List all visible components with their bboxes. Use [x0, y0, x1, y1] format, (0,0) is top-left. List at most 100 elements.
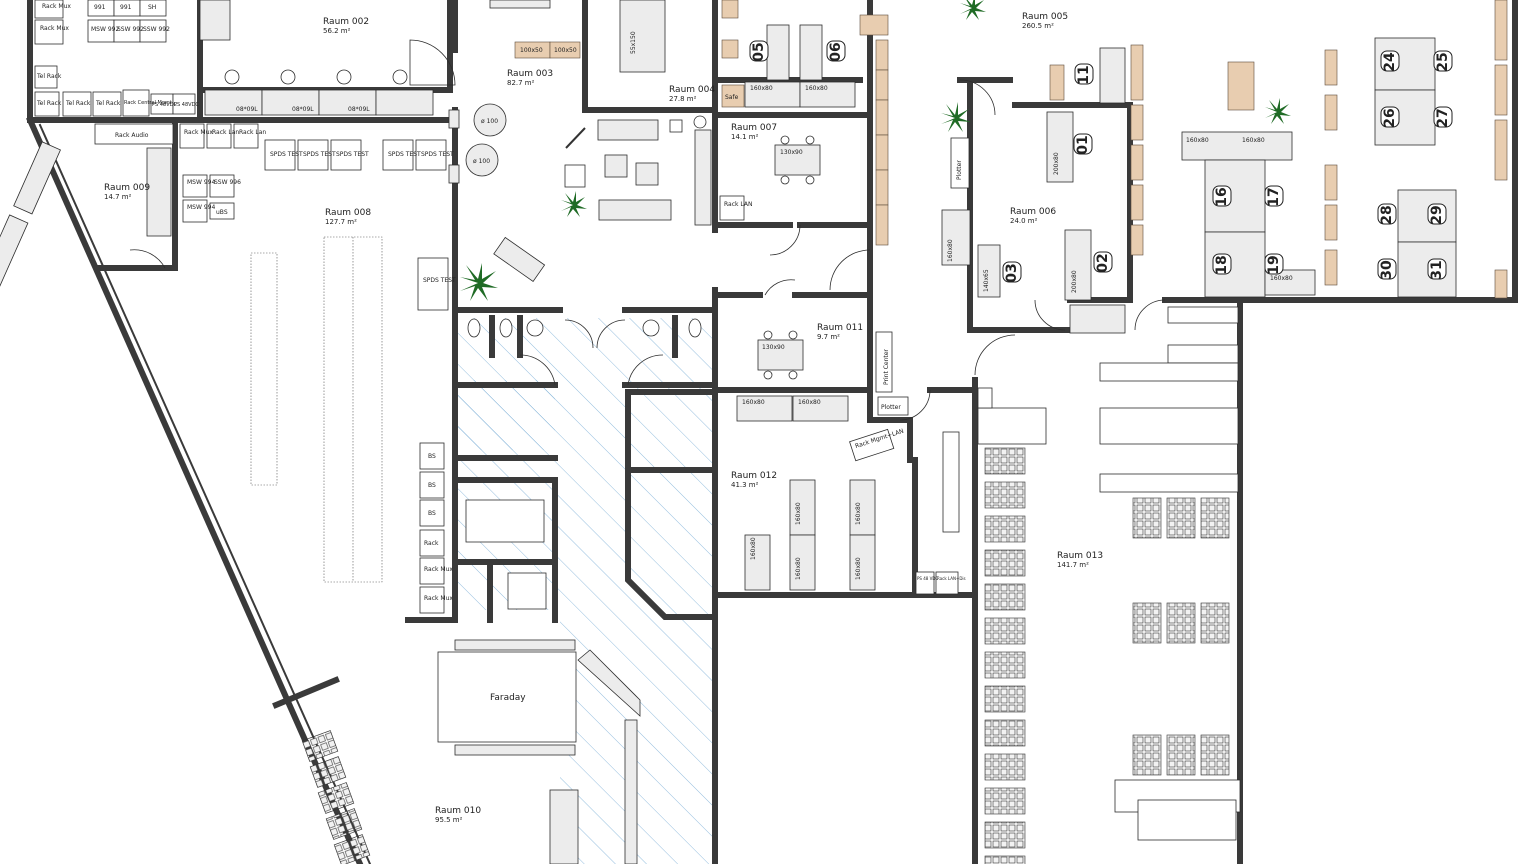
rack-label: Rack Mux	[424, 595, 453, 602]
table-size: 08*09L	[236, 106, 258, 113]
table-size: 08*09L	[292, 106, 314, 113]
item-label: 160x80	[798, 399, 821, 406]
rack-label: 991	[120, 4, 132, 11]
table-label: 160x80	[1242, 137, 1265, 144]
rack-room-top-left: Rack Mux Rack Mux 991 991 SH MSW 992 SSW…	[34, 0, 231, 117]
seating-block	[1166, 497, 1196, 539]
rack-label: Tel Rack	[36, 100, 62, 107]
seating-block	[984, 447, 1026, 475]
rack-label: uBS	[216, 209, 228, 216]
rack-label: Tel Rack	[65, 100, 91, 107]
plant-icon	[460, 263, 498, 301]
rack-label: MSW 994	[187, 204, 215, 211]
rack-label: SPDS TEST	[423, 277, 456, 284]
room-area: 260.5 m²	[1022, 22, 1054, 30]
item-label: 140x65	[983, 269, 990, 292]
item-label: Print Center	[883, 349, 890, 385]
bs-racks: SPDS TEST BS BS BS Rack Rack Mux Rack Mu…	[417, 257, 456, 614]
item-label: 160x80	[742, 399, 765, 406]
raum-009-racks: MSW 994 SSW 996 MSW 994 uBS	[146, 147, 241, 237]
table-label: 160x80	[1270, 275, 1293, 282]
item-label: 160x80	[795, 557, 802, 580]
rack-label: SSW 992	[117, 26, 144, 33]
workstation-chair	[1380, 50, 1400, 72]
seating-block	[984, 685, 1026, 713]
seating-block	[984, 787, 1026, 815]
item-label: 130x90	[762, 344, 785, 351]
seating-block	[984, 549, 1026, 577]
workstation-chair	[1264, 185, 1284, 207]
rack-label: Tel Rack	[95, 100, 121, 107]
table-size: 100x50	[554, 47, 577, 54]
workstation-chair	[1212, 185, 1232, 207]
table-size: 100x50	[520, 47, 543, 54]
table-label: 160x80	[1186, 137, 1209, 144]
rack-label: BS	[428, 482, 436, 489]
faraday-label: Faraday	[490, 693, 526, 703]
table-size: 08*09L	[348, 106, 370, 113]
rack-label: SPDS TEST	[270, 151, 303, 158]
workstation-chair	[749, 40, 769, 62]
room-name: Raum 006	[1010, 207, 1056, 217]
rack-label: SPDS TEST	[421, 151, 454, 158]
workstation-chair	[1074, 63, 1094, 85]
rack-label: SPDS TEST	[388, 151, 421, 158]
workstation-chair	[1380, 106, 1400, 128]
rack-label: SPDS TEST	[303, 151, 336, 158]
table-size: 55x150	[630, 31, 637, 54]
hatched-corridor	[455, 318, 712, 864]
item-label: 130x90	[780, 149, 803, 156]
seating-block	[1132, 602, 1162, 644]
item-label: 160x80	[750, 537, 757, 560]
rack-label: Rack Central Mgmt	[124, 100, 172, 106]
seating-block	[984, 753, 1026, 781]
seating-block	[1200, 497, 1230, 539]
workstation-chair	[1002, 261, 1022, 283]
seating-block	[984, 515, 1026, 543]
plant-icon	[1265, 98, 1291, 124]
item-label: 160x80	[750, 85, 773, 92]
raum-004-items: Safe 160x80 160x80	[721, 0, 889, 108]
room-name: Raum 005	[1022, 12, 1068, 22]
room-area: 141.7 m²	[1057, 561, 1089, 569]
workstation-chair	[826, 40, 846, 62]
workstation-chair	[1212, 253, 1232, 275]
seating-block	[325, 808, 363, 840]
room-area: 14.7 m²	[104, 193, 132, 201]
item-label: 160x80	[795, 502, 802, 525]
item-label: Plotter	[881, 404, 901, 411]
room-area: 14.1 m²	[731, 133, 759, 141]
rack-label: Rack Audio	[115, 132, 149, 139]
room-area: 56.2 m²	[323, 27, 351, 35]
seating-block	[984, 855, 1026, 864]
workstation-number: 25	[1435, 52, 1451, 71]
raum-012-items: 160x80 160x80 Rack Mgmt+LAN 160x80 160x8…	[736, 395, 966, 595]
item-label: Plotter	[956, 160, 963, 180]
item-label: 200x80	[1053, 152, 1060, 175]
workstation-number: 30	[1379, 260, 1395, 280]
diagonal-desks	[0, 141, 61, 306]
room-area: 24.0 m²	[1010, 217, 1038, 225]
room-name: Raum 013	[1057, 551, 1103, 561]
rack-label: Rack Mux	[424, 566, 453, 573]
rack-label: PS 48VDC	[152, 102, 177, 108]
walls	[26, 0, 1518, 864]
washroom-fixtures	[465, 318, 702, 610]
workstation-number: 11	[1076, 65, 1092, 84]
workstation-number: 03	[1004, 263, 1020, 282]
rack-label: Rack Lan	[212, 129, 239, 136]
workstation-number: 06	[828, 42, 844, 61]
seating-block	[333, 834, 371, 864]
item-label: 160x80	[855, 502, 862, 525]
room-name: Raum 004	[669, 85, 715, 95]
seating-block	[1132, 734, 1162, 776]
item-label: 160x80	[805, 85, 828, 92]
workstation-number: 19	[1266, 255, 1282, 274]
doors	[129, 39, 1166, 421]
seating-block	[984, 617, 1026, 645]
room-name: Raum 011	[817, 323, 863, 333]
item-label: Rack LAN	[724, 201, 752, 208]
